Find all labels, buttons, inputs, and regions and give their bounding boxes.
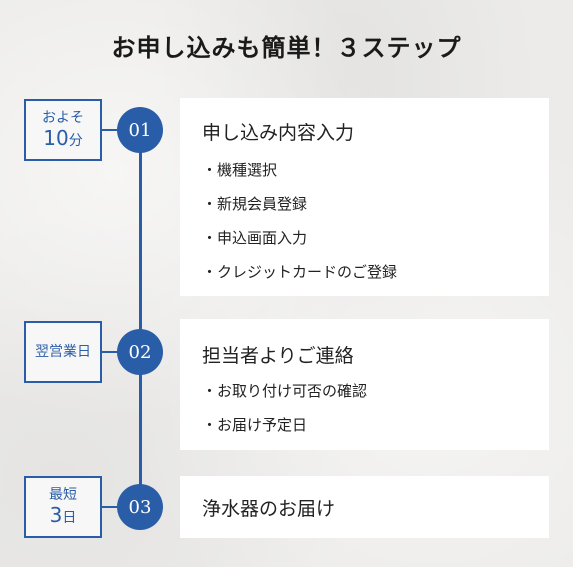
step-2-connector bbox=[102, 351, 124, 353]
step-2-badge-text: 翌営業日 bbox=[35, 343, 91, 360]
list-item: ・お届け予定日 bbox=[202, 416, 308, 434]
step-3-number-circle: 03 bbox=[117, 484, 163, 530]
step-1-card: 申し込み内容入力 ・機種選択 ・新規会員登録 ・申込画面入力 ・クレジットカード… bbox=[180, 98, 549, 296]
list-item: ・お取り付け可否の確認 bbox=[202, 382, 368, 400]
step-1-number-circle: 01 bbox=[117, 107, 163, 153]
list-item: ・クレジットカードのご登録 bbox=[202, 263, 398, 281]
page-title: お申し込みも簡単！３ステップ bbox=[111, 33, 462, 62]
step-3-badge-num: 3 bbox=[49, 503, 63, 528]
step-1-badge-top: およそ bbox=[42, 109, 84, 126]
step-2-list: ・お取り付け可否の確認 ・お届け予定日 bbox=[202, 374, 549, 442]
step-1-badge-num: 10 bbox=[43, 126, 69, 151]
step-3-badge-top: 最短 bbox=[49, 486, 77, 503]
step-3-badge-value: 3日 bbox=[50, 503, 77, 527]
step-1-duration-badge: およそ 10分 bbox=[24, 99, 102, 161]
step-2-duration-badge: 翌営業日 bbox=[24, 321, 102, 383]
list-item: ・新規会員登録 bbox=[202, 195, 308, 213]
list-item: ・申込画面入力 bbox=[202, 229, 308, 247]
step-3-connector bbox=[102, 506, 124, 508]
step-2-number-circle: 02 bbox=[117, 329, 163, 375]
step-2-card: 担当者よりご連絡 ・お取り付け可否の確認 ・お届け予定日 bbox=[180, 319, 549, 450]
step-1-badge-value: 10分 bbox=[43, 126, 82, 150]
step-1-badge-unit: 分 bbox=[68, 133, 83, 150]
list-item: ・機種選択 bbox=[202, 161, 278, 179]
step-3-badge-unit: 日 bbox=[62, 510, 77, 527]
step-1-connector bbox=[102, 129, 124, 131]
step-3-card: 浄水器のお届け bbox=[180, 476, 549, 538]
step-1-title: 申し込み内容入力 bbox=[202, 122, 355, 144]
step-1-list: ・機種選択 ・新規会員登録 ・申込画面入力 ・クレジットカードのご登録 bbox=[202, 153, 549, 289]
timeline-line bbox=[139, 130, 142, 506]
step-2-title: 担当者よりご連絡 bbox=[202, 345, 354, 367]
step-3-title: 浄水器のお届け bbox=[202, 497, 336, 520]
step-3-duration-badge: 最短 3日 bbox=[24, 476, 102, 538]
